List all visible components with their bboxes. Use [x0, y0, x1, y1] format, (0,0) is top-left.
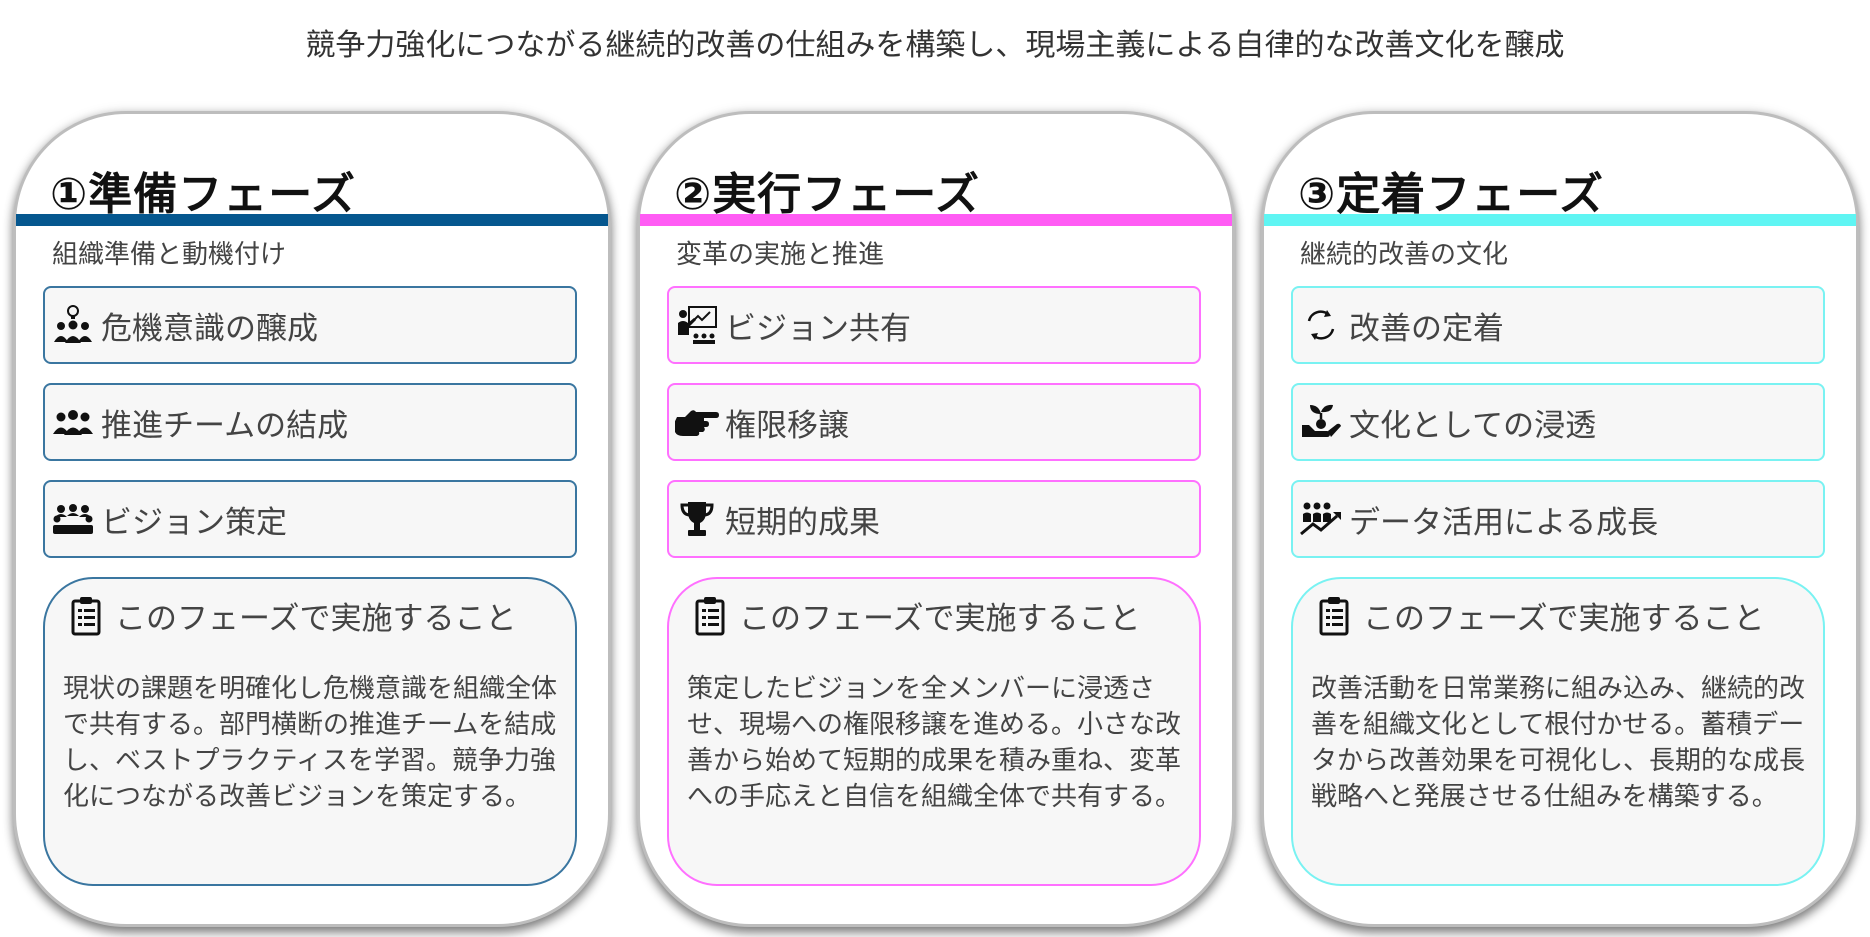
phase-accent-bar	[1264, 214, 1856, 226]
detail-text: 現状の課題を明確化し危機意識を組織全体で共有する。部門横断の推進チームを結成し、…	[63, 674, 558, 812]
phase-item-label: ビジョン共有	[725, 310, 911, 347]
phase-title: ①準備フェーズ	[50, 169, 357, 220]
detail-text: 策定したビジョンを全メンバーに浸透させ、現場への権限移譲を進める。小さな改善から…	[687, 674, 1182, 812]
phase-item: 推進チームの結成	[43, 383, 577, 461]
phase-detail-box: このフェーズで実施すること 現状の課題を明確化し危機意識を組織全体で共有する。部…	[43, 577, 577, 886]
phase-item-label: ビジョン策定	[101, 504, 287, 541]
phase-accent-bar	[16, 214, 608, 226]
clipboard-icon	[1319, 594, 1359, 638]
phase-item: 権限移譲	[667, 383, 1201, 461]
phase-item-label: データ活用による成長	[1349, 504, 1659, 541]
sprout-hand-icon	[1299, 400, 1343, 444]
phase-title: ③定着フェーズ	[1298, 169, 1605, 220]
phase-detail-box: このフェーズで実施すること 改善活動を日常業務に組み込み、継続的改善を組織文化と…	[1291, 577, 1825, 886]
detail-heading: このフェーズで実施すること	[115, 601, 517, 637]
phase-item: 改善の定着	[1291, 286, 1825, 364]
phase-item-label: 権限移譲	[725, 407, 849, 444]
detail-heading: このフェーズで実施すること	[1363, 601, 1765, 637]
meeting-icon	[51, 497, 95, 541]
phase-card-preparation: ①準備フェーズ 組織準備と動機付け 危機意識の醸成 推進チームの結成	[16, 114, 608, 924]
presentation-icon	[675, 303, 719, 347]
phase-item: 短期的成果	[667, 480, 1201, 558]
clipboard-icon	[71, 594, 111, 638]
trophy-icon	[675, 497, 719, 541]
phase-detail-box: このフェーズで実施すること 策定したビジョンを全メンバーに浸透させ、現場への権限…	[667, 577, 1201, 886]
clipboard-icon	[695, 594, 735, 638]
page-headline: 競争力強化につながる継続的改善の仕組みを構築し、現場主義による自律的な改善文化を…	[305, 28, 1565, 63]
group-idea-icon	[51, 303, 95, 347]
phase-item: ビジョン策定	[43, 480, 577, 558]
phase-item-label: 短期的成果	[725, 504, 880, 541]
growth-icon	[1299, 497, 1343, 541]
phase-item-label: 文化としての浸透	[1349, 407, 1597, 444]
pointing-hand-icon	[675, 400, 719, 444]
phase-item-label: 推進チームの結成	[101, 407, 349, 444]
phase-item-label: 危機意識の醸成	[101, 310, 318, 347]
phase-item: 文化としての浸透	[1291, 383, 1825, 461]
detail-text: 改善活動を日常業務に組み込み、継続的改善を組織文化として根付かせる。蓄積データか…	[1311, 674, 1806, 812]
phase-title: ②実行フェーズ	[674, 169, 981, 220]
phase-card-execution: ②実行フェーズ 変革の実施と推進 ビジョン共有 権限移譲	[640, 114, 1232, 924]
phase-item: 危機意識の醸成	[43, 286, 577, 364]
phase-item: データ活用による成長	[1291, 480, 1825, 558]
phase-subtitle: 組織準備と動機付け	[52, 240, 287, 270]
detail-heading: このフェーズで実施すること	[739, 601, 1141, 637]
refresh-icon	[1299, 303, 1343, 347]
phase-subtitle: 継続的改善の文化	[1300, 240, 1509, 270]
phase-item-label: 改善の定着	[1349, 310, 1504, 347]
phase-subtitle: 変革の実施と推進	[676, 240, 885, 270]
team-icon	[51, 400, 95, 444]
phase-accent-bar	[640, 214, 1232, 226]
phase-card-establishment: ③定着フェーズ 継続的改善の文化 改善の定着 文化としての浸透	[1264, 114, 1856, 924]
phase-item: ビジョン共有	[667, 286, 1201, 364]
